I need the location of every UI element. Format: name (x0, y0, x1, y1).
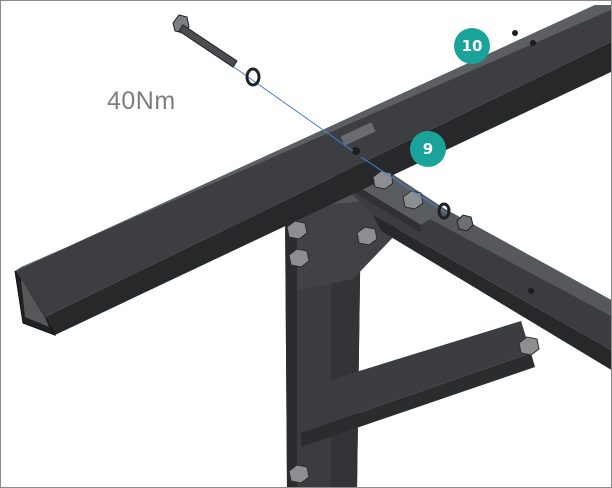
square-tube-beam (14, 5, 611, 336)
washer-top (245, 67, 261, 87)
beam-slot (340, 122, 376, 146)
hex-nut (456, 214, 474, 232)
bolt-guide-line (230, 64, 354, 152)
bolt-hole (352, 147, 360, 155)
diagonal-brace (301, 321, 535, 447)
callout-badge-9: 9 (410, 131, 446, 167)
bolt-hole (512, 30, 518, 36)
long-bolt (172, 14, 238, 68)
hex-bolts (286, 170, 540, 484)
bolt-hole (530, 40, 536, 46)
washer-bottom (437, 202, 451, 220)
bolt-hole (528, 288, 534, 294)
torque-label: 40Nm (107, 87, 176, 115)
callout-badge-10: 10 (454, 28, 490, 64)
bolt-guide-line (360, 156, 450, 216)
